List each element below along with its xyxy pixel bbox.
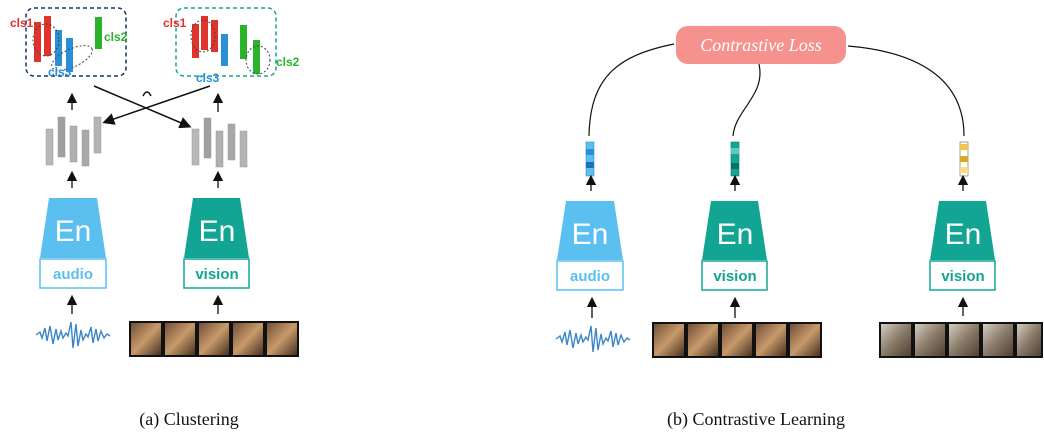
audio-feature-bars [45, 116, 102, 167]
audio-modality-label: audio [53, 266, 93, 283]
b-vision2-encoder-label: En [945, 218, 982, 251]
contrastive-loss-label: Contrastive Loss [700, 35, 822, 55]
vision2-embedding [959, 141, 969, 177]
b-audio-modality-label: audio [570, 268, 610, 285]
b-vision-modality-label: vision [713, 268, 756, 285]
audio-waveform-icon [35, 321, 111, 349]
audio-cls1-ellipse [32, 23, 60, 57]
audio-cls2-label: cls2 [104, 30, 128, 44]
loss-connectors [588, 43, 965, 137]
audio-encoder: En audio [39, 198, 107, 289]
vision-embedding [730, 141, 740, 177]
b-audio-encoder-label: En [572, 218, 609, 251]
vision-cls2-label: cls2 [276, 55, 300, 69]
caption-b: (b) Contrastive Learning [667, 409, 845, 430]
audio-cls3-label: cls3 [48, 65, 72, 79]
vision-modality-label: vision [195, 266, 238, 283]
b-vision2-frames [879, 322, 1043, 358]
vision-encoder-label: En [199, 215, 236, 248]
vision-cluster-box: cls1 cls2 cls3 [163, 7, 300, 85]
cross-arrows [93, 85, 211, 129]
panel-b-contrastive: Contrastive Loss [555, 26, 1043, 430]
b-vision2-modality-label: vision [941, 268, 984, 285]
contrastive-loss-box: Contrastive Loss [676, 26, 846, 64]
vision-feature-bars [191, 117, 248, 168]
caption-a: (a) Clustering [139, 409, 238, 430]
audio-cluster-box: cls1 cls2 cls3 [10, 7, 128, 79]
vision-cls2-ellipse [245, 45, 271, 75]
b-vision-frames [652, 322, 822, 358]
vision-cls1-ellipse [190, 19, 216, 53]
audio-cluster-bars [34, 16, 102, 72]
b-vision-encoder: En vision [701, 201, 768, 291]
audio-cls1-label: cls1 [10, 16, 34, 30]
vision-encoder: En vision [183, 198, 250, 289]
b-audio-waveform-icon [555, 325, 631, 353]
panel-a-clustering: cls1 cls2 cls3 cls1 cls2 cls3 [10, 7, 300, 430]
b-vision-encoder-label: En [717, 218, 754, 251]
audio-encoder-label: En [55, 215, 92, 248]
audio-cls3-ellipse [51, 45, 93, 71]
audio-embedding [585, 141, 595, 177]
vision-cls3-label: cls3 [196, 71, 220, 85]
vision-frames [129, 321, 299, 357]
b-audio-encoder: En audio [556, 201, 624, 291]
vision-cluster-bars [192, 16, 260, 74]
b-vision2-encoder: En vision [929, 201, 996, 291]
vision-cls1-label: cls1 [163, 16, 187, 30]
